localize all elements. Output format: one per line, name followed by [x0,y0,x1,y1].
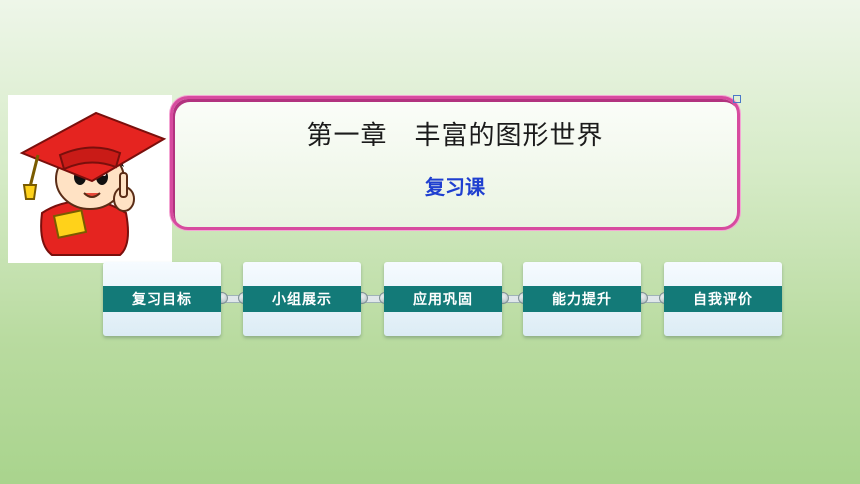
nav-button-label: 小组展示 [243,286,361,312]
nav-button-group-show[interactable]: 小组展示 [243,262,361,336]
nav-button-label: 能力提升 [523,286,641,312]
title-card: 第一章 丰富的图形世界 复习课 [170,95,741,230]
connector-1 [221,295,243,303]
nav-button-self-evaluation[interactable]: 自我评价 [664,262,782,336]
nav-button-label: 应用巩固 [384,286,502,312]
mascot-graduate-icon [8,95,172,263]
nav-button-review-goals[interactable]: 复习目标 [103,262,221,336]
nav-button-label: 复习目标 [103,286,221,312]
nav-button-label: 自我评价 [664,286,782,312]
nav-button-practice[interactable]: 应用巩固 [384,262,502,336]
connector-2 [361,295,384,303]
lesson-subtitle: 复习课 [425,175,485,199]
chapter-title: 第一章 丰富的图形世界 [306,121,604,151]
nav-button-improve[interactable]: 能力提升 [523,262,641,336]
connector-4 [641,295,664,303]
connector-3 [502,295,523,303]
